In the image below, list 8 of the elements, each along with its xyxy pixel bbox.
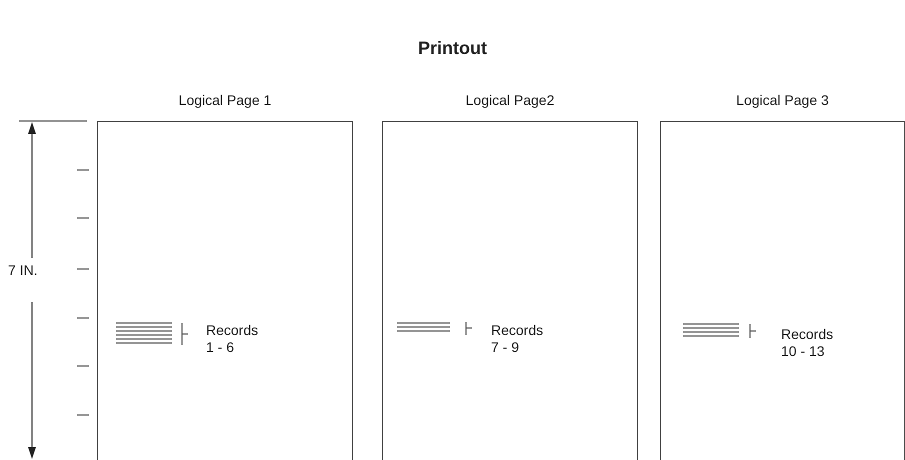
records-label: Records 10 - 13 — [781, 326, 834, 360]
page-heading: Logical Page2 — [466, 92, 554, 108]
page-heading: Logical Page 1 — [178, 92, 272, 108]
diagram-title: Printout — [418, 38, 487, 58]
page-heading: Logical Page 3 — [736, 92, 829, 108]
records-label: Records 7 - 9 — [491, 322, 544, 356]
dimension-label: 7 IN. — [8, 262, 38, 278]
records-label: Records 1 - 6 — [206, 322, 260, 356]
